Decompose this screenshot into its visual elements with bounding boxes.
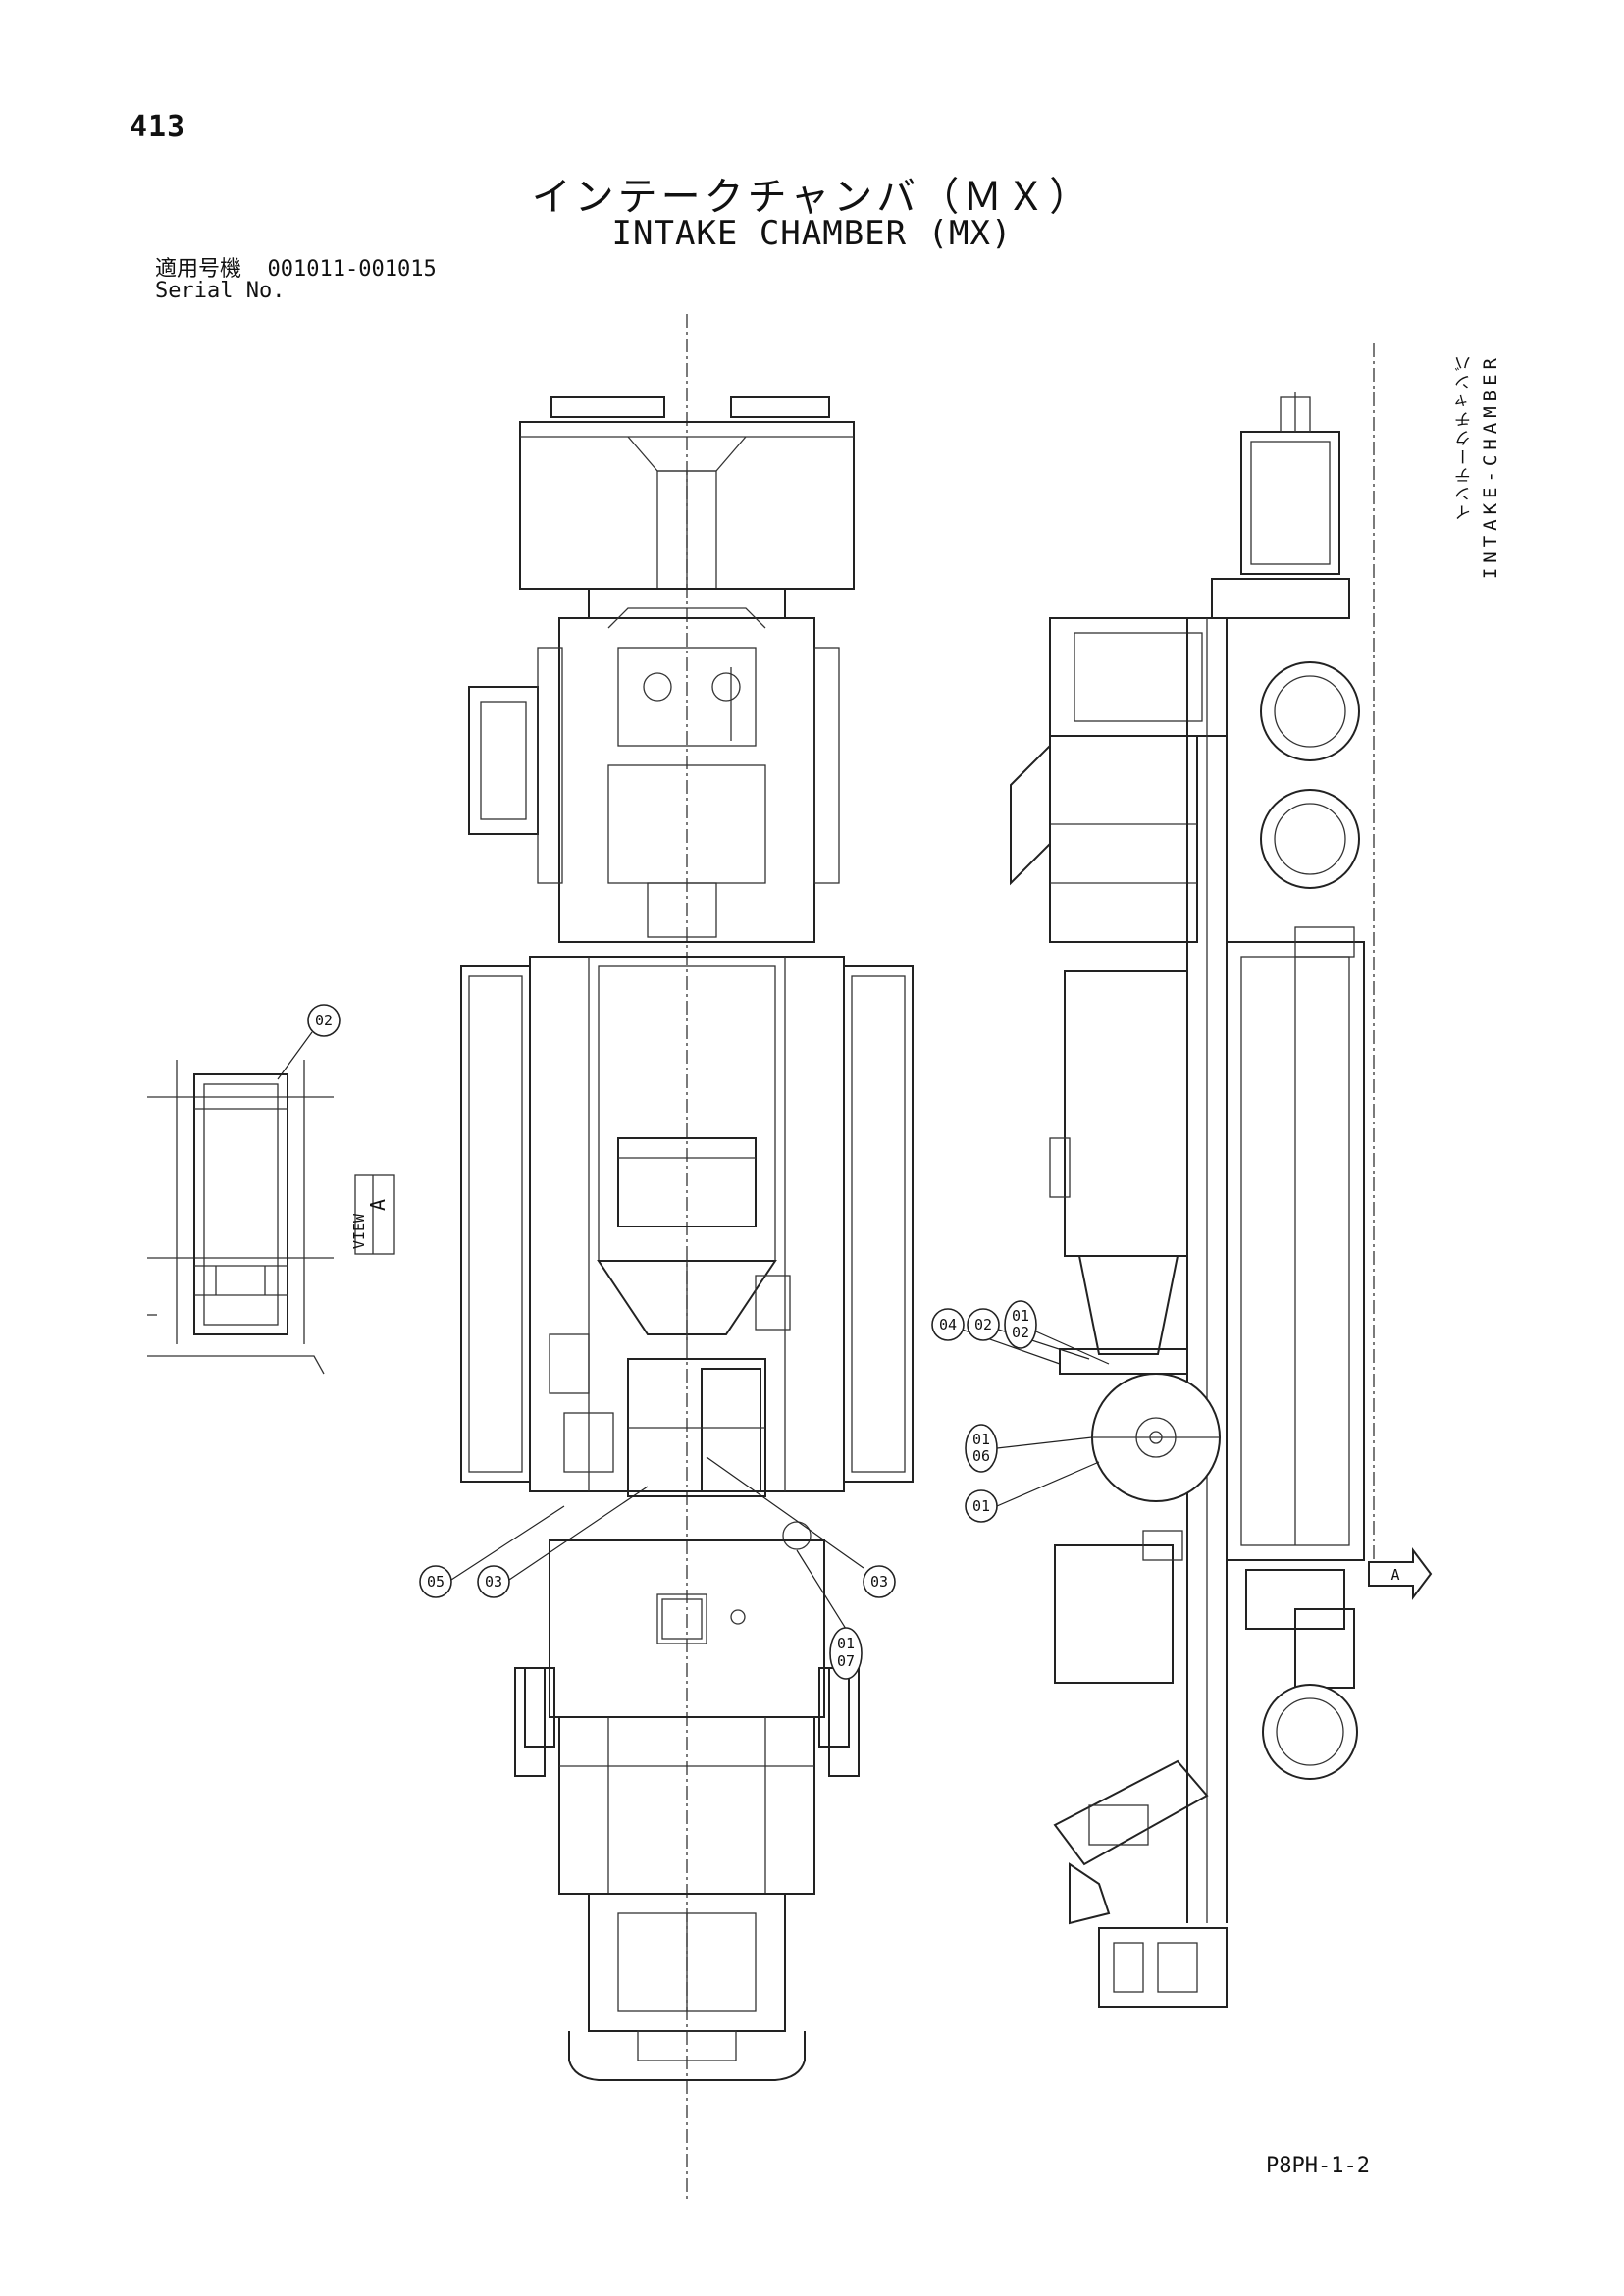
serial-value: 001011-001015 [267,257,437,282]
serial-label-en: Serial No. [155,279,286,303]
page-number: 413 [130,110,186,144]
view-a-label: A VIEW [350,1174,395,1255]
callout-side-02: 02 [967,1308,1090,1360]
callout-side-01-06: 01 06 [965,1424,1093,1473]
svg-text:VIEW: VIEW [350,1213,368,1249]
callout-plan-03b: 03 [706,1456,896,1598]
svg-text:02: 02 [1012,1324,1029,1341]
svg-text:03: 03 [870,1573,888,1591]
side-arrow-a: A [1368,1547,1433,1600]
svg-text:03: 03 [485,1573,502,1591]
plan-view [460,396,914,2081]
svg-text:01: 01 [972,1431,990,1448]
svg-text:02: 02 [974,1316,992,1333]
svg-text:06: 06 [972,1447,990,1465]
inset-view-a [147,1060,334,1375]
side-view [1010,392,1365,2008]
svg-text:04: 04 [939,1316,957,1333]
svg-text:A: A [1390,1566,1399,1584]
svg-text:01: 01 [1012,1307,1029,1325]
svg-text:02: 02 [315,1012,333,1029]
callout-plan-05: 05 [419,1505,565,1598]
svg-text:A: A [366,1199,390,1211]
callout-side-01: 01 [965,1461,1100,1523]
callout-plan-03a: 03 [477,1486,649,1598]
svg-text:01: 01 [837,1635,855,1652]
title-japanese: インテークチャンバ（ＭＸ） [531,175,1093,220]
svg-text:05: 05 [427,1573,445,1591]
svg-text:07: 07 [837,1652,855,1670]
title-english: INTAKE CHAMBER (MX) [611,214,1013,253]
callout-side-04: 04 [931,1308,1061,1365]
callout-inset-02: 02 [277,1004,341,1080]
page-code: P8PH-1-2 [1266,2154,1370,2178]
callout-side-01-02: 01 02 [1004,1300,1110,1365]
serial-block: 適用号機 001011-001015 Serial No. [155,259,437,302]
svg-text:01: 01 [972,1497,990,1515]
callout-plan-01-07: 01 07 [796,1549,863,1680]
serial-label-jp: 適用号機 [155,257,242,282]
